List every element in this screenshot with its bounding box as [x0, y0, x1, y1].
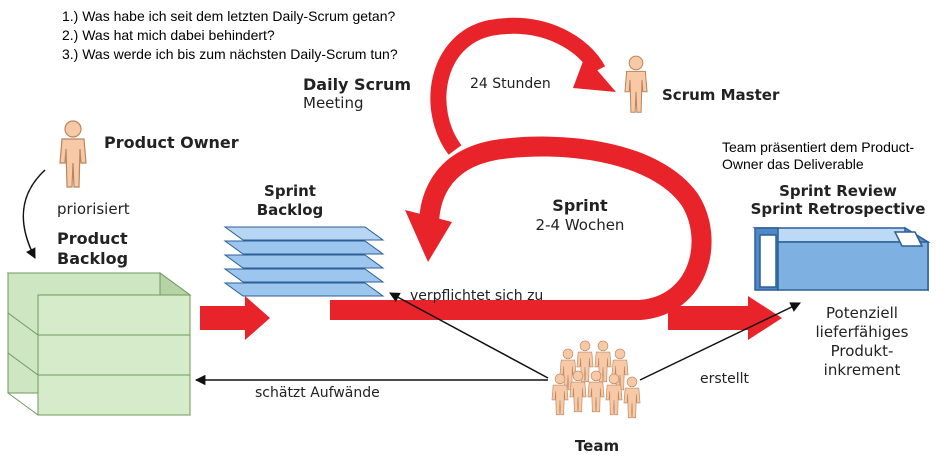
prioritizes-label: priorisiert	[57, 200, 130, 218]
sprint-cycle-loop	[330, 136, 712, 320]
daily-loop-arrowhead	[573, 56, 616, 92]
product-owner-figure	[59, 120, 87, 188]
prioritize-arrow	[22, 169, 46, 259]
team-label: Team	[575, 437, 619, 455]
sprint-to-increment-arrow	[668, 296, 782, 340]
commit-arrow	[389, 292, 549, 379]
increment-line-1: Potenziell	[826, 304, 898, 322]
commits-label: verpflichtet sich zu	[410, 288, 543, 304]
product-backlog-label-2: Backlog	[57, 249, 128, 268]
daily-scrum-subtitle: Meeting	[303, 94, 363, 112]
creates-label: erstellt	[700, 371, 750, 387]
sprint-retrospective-label: Sprint Retrospective	[751, 200, 926, 218]
question-3: 3.) Was werde ich bis zum nächsten Daily…	[62, 46, 398, 62]
sprint-backlog-label-2: Backlog	[257, 201, 324, 219]
question-1: 1.) Was habe ich seit dem letzten Daily-…	[62, 8, 396, 24]
product-backlog-stack	[6, 272, 192, 416]
team-figures	[551, 340, 641, 419]
question-2: 2.) Was hat mich dabei behindert?	[62, 27, 275, 43]
daily-scrum-loop	[430, 17, 606, 155]
create-arrow	[639, 302, 801, 381]
daily-scrum-title: Daily Scrum	[303, 75, 411, 94]
increment-line-4: inkrement	[824, 361, 901, 379]
product-owner-label: Product Owner	[104, 133, 239, 152]
sprint-review-box	[752, 226, 931, 292]
increment-line-3: Produkt-	[831, 342, 894, 360]
increment-line-2: lieferfähiges	[816, 323, 909, 341]
sprint-backlog-stack	[223, 226, 385, 297]
scrum-master-figure	[624, 55, 648, 113]
scrum-master-label: Scrum Master	[662, 86, 780, 104]
sprint-backlog-label-1: Sprint	[264, 182, 316, 200]
team-presents-line-2: Owner das Deliverable	[722, 156, 864, 172]
sprint-review-label: Sprint Review	[779, 182, 897, 200]
sprint-duration: 2-4 Wochen	[536, 216, 625, 234]
sprint-loop-arrowhead	[405, 210, 452, 262]
sprint-title: Sprint	[552, 196, 608, 215]
team-presents-line-1: Team präsentiert dem Product-	[722, 139, 915, 155]
daily-duration-label: 24 Stunden	[470, 76, 551, 92]
backlog-to-sprint-arrow	[200, 296, 270, 340]
product-backlog-label-1: Product	[57, 229, 128, 248]
estimates-label: schätzt Aufwände	[255, 385, 380, 401]
